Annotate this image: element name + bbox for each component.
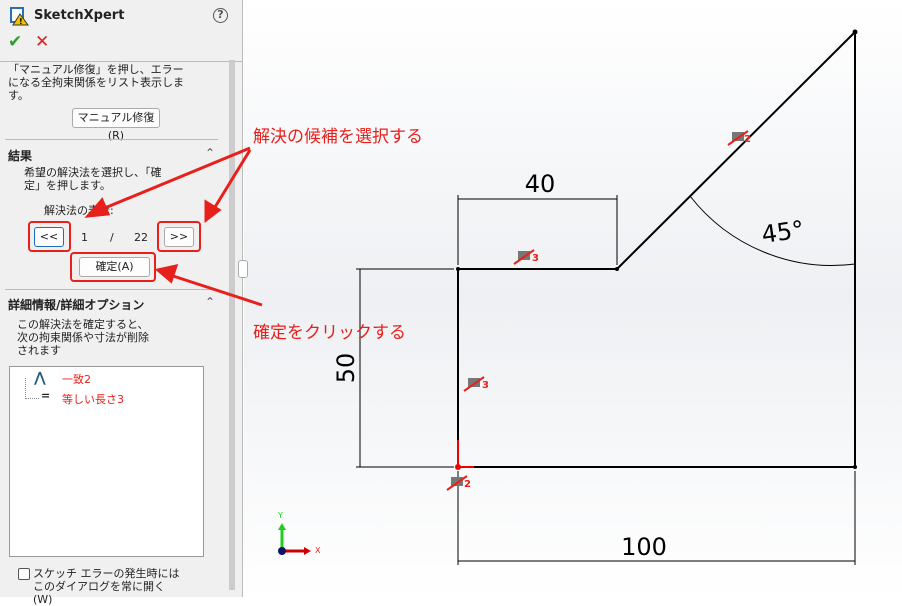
previous-solution-button[interactable]: <<: [34, 227, 64, 247]
angled-line: [616, 31, 856, 270]
solution-label: 解決法の表示:: [44, 204, 114, 217]
intro-text: 「マニュアル修復」を押し、エラーになる全拘束関係をリスト表示します。: [8, 63, 184, 102]
axis-y-label: Y: [277, 511, 283, 520]
ok-check-icon[interactable]: ✔: [8, 32, 23, 52]
help-icon[interactable]: ?: [213, 8, 228, 23]
dim-height: 50: [332, 353, 360, 384]
sketchxpert-panel: ! SketchXpert ? ✔ ✕ 「マニュアル修復」を押し、エラーになる全…: [0, 0, 243, 606]
equal-icon: =: [41, 389, 51, 402]
relation-tag: 2: [464, 479, 471, 490]
coincident-icon: ⋀: [34, 370, 46, 386]
relation-tag: 3: [532, 253, 539, 264]
accept-button[interactable]: 確定(A): [79, 257, 150, 277]
next-solution-button[interactable]: >>: [164, 227, 194, 247]
highlight-prev: [28, 221, 71, 252]
results-heading: 結果: [8, 149, 33, 163]
dim-angle: 45°: [760, 215, 806, 249]
axis-x-label: X: [315, 546, 321, 555]
dim-bottom-width: 100: [621, 533, 667, 561]
list-item[interactable]: 等しい長さ3: [62, 393, 124, 406]
collapse-details-icon[interactable]: ⌃: [205, 295, 216, 309]
svg-text:!: !: [19, 17, 23, 26]
details-description: この解決法を確定すると、次の拘束関係や寸法が削除されます: [17, 318, 149, 357]
list-item[interactable]: 一致2: [62, 373, 91, 386]
relation-tag: 2: [744, 134, 751, 145]
panel-title: SketchXpert: [34, 8, 125, 23]
current-solution: 1: [81, 231, 88, 244]
dim-top-width: 40: [525, 170, 556, 198]
axis-triad: Y X: [277, 511, 321, 555]
manual-repair-button[interactable]: マニュアル修復(R): [72, 108, 160, 142]
panel-splitter-handle[interactable]: [238, 260, 248, 278]
sketch: 40 50 100 45° 3 3 2 2 Y X: [277, 29, 858, 565]
solution-separator: /: [110, 231, 114, 244]
deleted-relations-list: ⋀ 一致2 = 等しい長さ3: [9, 366, 204, 557]
details-heading: 詳細情報/詳細オプション: [8, 298, 145, 312]
total-solutions: 22: [134, 231, 148, 244]
cancel-x-icon[interactable]: ✕: [35, 32, 50, 52]
annotation-select-candidate: 解決の候補を選択する: [253, 127, 423, 147]
relation-tag: 3: [482, 380, 489, 391]
collapse-results-icon[interactable]: ⌃: [205, 146, 216, 160]
annotation-click-accept: 確定をクリックする: [253, 323, 406, 343]
results-description: 希望の解決法を選択し、「確定」を押します。: [24, 166, 162, 192]
highlight-accept: [70, 252, 156, 282]
always-open-label: スケッチ エラーの発生時にはこのダイアログを常に開く(W): [33, 567, 180, 606]
sketchxpert-icon: !: [10, 7, 29, 26]
panel-scrollbar[interactable]: [229, 60, 235, 590]
graphics-area[interactable]: 40 50 100 45° 3 3 2 2 Y X: [238, 0, 902, 597]
always-open-checkbox[interactable]: [18, 568, 30, 580]
highlight-next: [157, 221, 201, 252]
